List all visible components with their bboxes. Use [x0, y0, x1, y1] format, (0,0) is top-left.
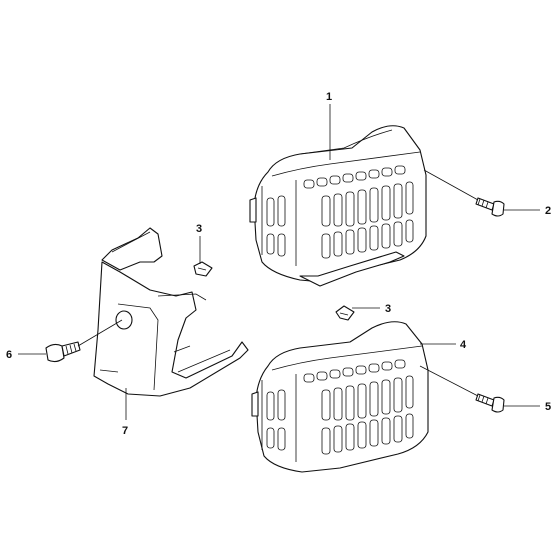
callout-1: 1	[326, 91, 332, 103]
leader-lines	[18, 104, 540, 420]
callout-5: 5	[545, 401, 551, 413]
part-3-clip-upper	[193, 261, 213, 277]
callout-7: 7	[122, 425, 128, 437]
callout-2: 2	[545, 205, 551, 217]
part-3-clip-lower	[335, 305, 355, 321]
part-4-cylinder-cover	[251, 321, 429, 473]
callout-6: 6	[6, 349, 12, 361]
callout-4: 4	[460, 339, 467, 351]
part-1-vent-slots	[266, 165, 414, 259]
part-2-screw	[475, 197, 505, 217]
part-5-screw	[475, 393, 505, 413]
part-4-vent-slots	[266, 359, 414, 455]
callout-3-upper: 3	[196, 223, 202, 235]
part-6-screw	[45, 341, 81, 363]
part-1-cylinder-cover	[249, 125, 427, 287]
callout-3-lower: 3	[385, 303, 391, 315]
part-7-bracket	[93, 227, 249, 397]
